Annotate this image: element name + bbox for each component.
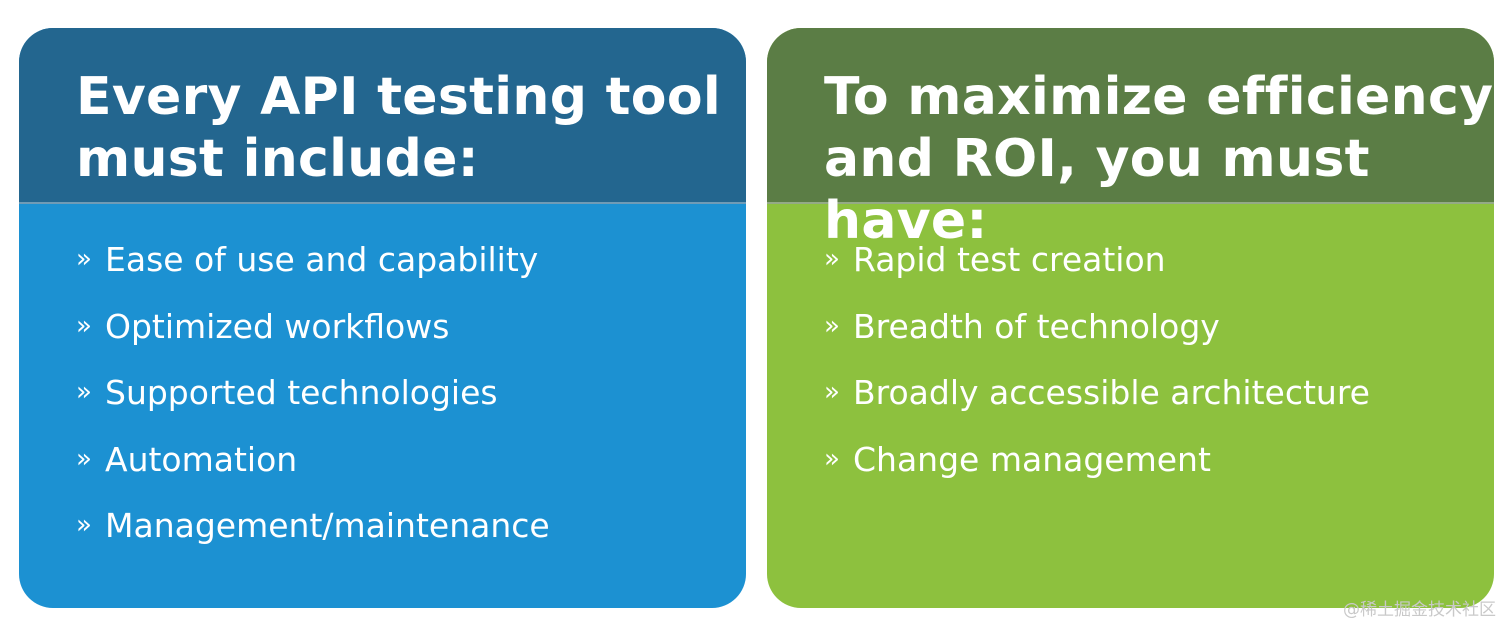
bullet-icon: » <box>824 377 840 407</box>
list-item: » Ease of use and capability <box>76 240 746 307</box>
list-item: » Management/maintenance <box>76 506 746 573</box>
list-item-label: Breadth of technology <box>853 306 1220 346</box>
watermark: @稀土掘金技术社区 <box>1343 600 1496 620</box>
card-title-line-1: Every API testing tool <box>76 67 721 127</box>
list-item: » Supported technologies <box>76 373 746 440</box>
card-header: Every API testing tool must include: <box>19 28 746 204</box>
list-item: » Change management <box>824 440 1494 507</box>
card-title-line-1: To maximize efficiency <box>824 67 1494 127</box>
list-item: » Rapid test creation <box>824 240 1494 307</box>
list-item-label: Automation <box>105 439 298 479</box>
bullet-icon: » <box>76 510 92 540</box>
api-tool-requirements-card: Every API testing tool must include: » E… <box>19 28 746 608</box>
bullet-icon: » <box>76 443 92 474</box>
bullet-icon: » <box>824 310 840 341</box>
list-item: » Optimized workflows <box>76 307 746 374</box>
list-item-label: Broadly accessible architecture <box>853 373 1370 412</box>
card-title: To maximize efficiency and ROI, you must… <box>824 66 1494 252</box>
list-item: » Automation <box>76 440 746 507</box>
list-item-label: Ease of use and capability <box>105 240 539 279</box>
must-have-list: » Rapid test creation » Breadth of techn… <box>767 204 1494 506</box>
list-item-label: Supported technologies <box>105 373 498 412</box>
list-item-label: Rapid test creation <box>853 240 1166 279</box>
bullet-icon: » <box>76 310 92 341</box>
requirements-list: » Ease of use and capability » Optimized… <box>19 204 746 573</box>
list-item: » Breadth of technology <box>824 307 1494 374</box>
efficiency-roi-card: To maximize efficiency and ROI, you must… <box>767 28 1494 608</box>
list-item-label: Management/maintenance <box>105 506 550 545</box>
list-item-label: Change management <box>853 439 1211 479</box>
card-title: Every API testing tool must include: <box>76 66 746 190</box>
card-title-line-2: must include: <box>76 129 479 189</box>
bullet-icon: » <box>76 244 92 274</box>
card-title-line-2: and ROI, you must have: <box>824 129 1370 251</box>
bullet-icon: » <box>824 443 840 474</box>
bullet-icon: » <box>76 377 92 407</box>
bullet-icon: » <box>824 244 840 274</box>
list-item: » Broadly accessible architecture <box>824 373 1494 440</box>
list-item-label: Optimized workflows <box>105 306 450 346</box>
card-header: To maximize efficiency and ROI, you must… <box>767 28 1494 251</box>
